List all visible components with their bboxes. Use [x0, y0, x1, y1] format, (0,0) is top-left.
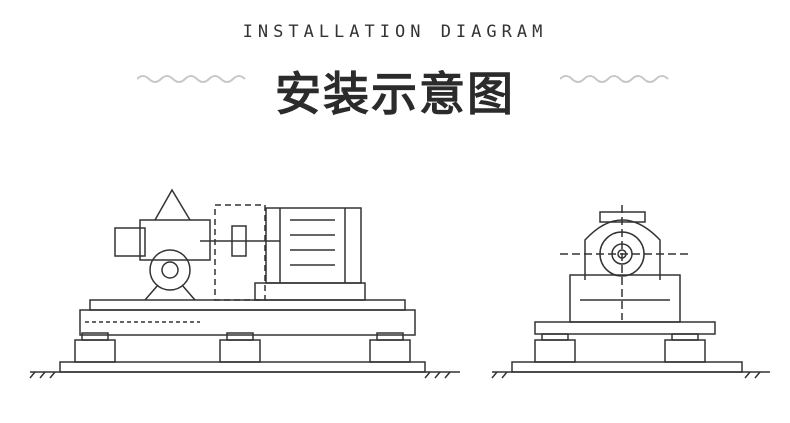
wave-decoration-right [560, 75, 669, 83]
pump [114, 188, 211, 301]
wave-decoration-left [137, 75, 246, 83]
mounts-right [534, 333, 706, 363]
ground-left [29, 361, 460, 379]
subtitle-english: INSTALLATION DIAGRAM [242, 22, 548, 42]
ground-right [491, 361, 770, 379]
page-title: 安装示意图 [275, 67, 515, 121]
base-frame [534, 274, 716, 335]
motor [254, 207, 366, 301]
pump-end [560, 205, 690, 320]
vibration-mounts [74, 332, 411, 363]
